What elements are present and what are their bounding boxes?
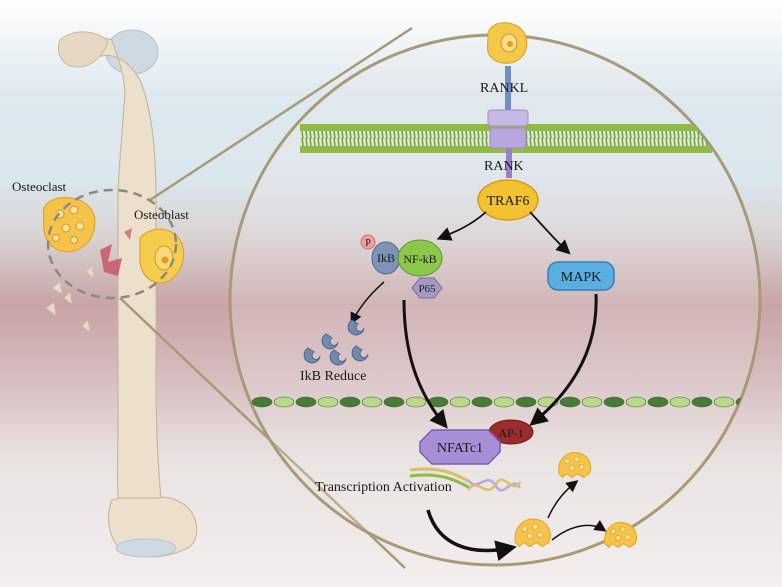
arrow-to-osteoclast-differentiation	[426, 509, 517, 562]
arrow-osteoclast-to-upper	[547, 480, 579, 519]
rankl-label: RANKL	[480, 81, 528, 96]
svg-text:P65: P65	[418, 283, 436, 295]
femur-bone	[45, 29, 198, 558]
nfkb-protein	[397, 239, 443, 277]
arrow-nfkb-to-nfatc1	[402, 299, 448, 429]
p65-protein	[411, 277, 443, 299]
ikb-reduce-label: IkB Reduce	[300, 369, 366, 384]
mapk-node: MAPK	[547, 261, 615, 291]
osteoblast-signal-cell	[486, 22, 528, 64]
arrow-ikb-degradation	[350, 281, 385, 325]
ap1-label: AP-1	[498, 426, 523, 440]
nfatc1-node: NFATc1	[419, 429, 501, 465]
arrow-traf6-to-ikb	[436, 211, 487, 241]
svg-text:P: P	[365, 238, 371, 249]
mapk-label: MAPK	[561, 270, 601, 285]
osteoclast-cells-mature	[514, 451, 638, 549]
arrow-traf6-to-mapk	[529, 211, 571, 255]
mature-osteoclast	[514, 518, 551, 548]
phospho-group	[360, 234, 376, 250]
rank-label: RANK	[484, 159, 524, 174]
arrow-osteoclast-to-right	[551, 520, 607, 541]
arrow-mapk-to-ap1	[529, 293, 598, 426]
traf6-node: TRAF6	[477, 179, 539, 221]
ikb-fragments	[303, 319, 369, 366]
zoom-connector-bottom	[119, 297, 406, 569]
rank-receptor	[487, 109, 529, 178]
transcription-label: Transcription Activation	[315, 480, 452, 495]
rankl-stalk	[505, 66, 511, 112]
osteoblast-label: Osteoblast	[134, 207, 189, 222]
ikb-nfkb-complex: P IkB NF-kB P65	[360, 234, 443, 299]
zoom-connector-top	[149, 26, 413, 202]
nfatc1-label: NFATc1	[437, 441, 483, 456]
traf6-label: TRAF6	[487, 194, 530, 209]
mature-osteoclast	[604, 521, 638, 549]
osteoclast-label: Osteoclast	[12, 179, 67, 194]
ap1-node: AP-1	[488, 419, 534, 445]
mature-osteoclast	[558, 451, 592, 479]
zoom-region-outline	[46, 188, 178, 300]
svg-text:IkB: IkB	[377, 251, 395, 265]
osteoclast-cell	[42, 197, 96, 253]
dna-strand	[409, 467, 522, 492]
nuclear-envelope	[251, 396, 757, 408]
osteoblast-cell	[139, 228, 185, 284]
svg-text:NF-kB: NF-kB	[403, 252, 436, 266]
